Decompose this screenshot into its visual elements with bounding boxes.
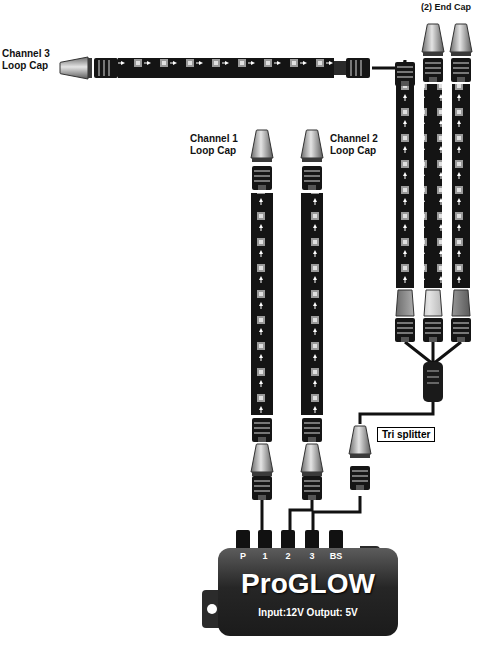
drawing-part <box>427 370 439 372</box>
drawing-part <box>424 84 442 288</box>
part-label: Channel 3 Loop Cap <box>2 48 60 71</box>
drawing-part <box>452 84 470 288</box>
drawing-part <box>423 318 443 342</box>
drawing-part <box>301 193 323 415</box>
drawing-part <box>346 58 370 78</box>
drawing-part <box>118 58 334 78</box>
drawing-part <box>281 530 295 550</box>
drawing-part <box>251 444 273 476</box>
port-label: BS <box>326 551 346 561</box>
drawing-part <box>452 84 470 288</box>
drawing-part <box>396 84 414 288</box>
drawing-part <box>302 418 322 442</box>
drawing-part <box>427 382 439 384</box>
drawing-part <box>302 166 322 190</box>
splitter-label-box: Tri splitter <box>377 427 435 442</box>
drawing-part <box>305 530 319 550</box>
node-title: ProGLOW <box>218 568 398 600</box>
drawing-part <box>290 496 312 532</box>
drawing-part <box>60 57 92 79</box>
part-label: (2) End Cap <box>414 2 478 12</box>
drawing-part <box>349 426 371 458</box>
port-label: P <box>233 551 253 561</box>
drawing-part <box>451 58 471 82</box>
part-label: Channel 2 Loop Cap <box>330 133 388 156</box>
drawing-part <box>395 318 415 342</box>
drawing-part <box>253 193 271 415</box>
drawing-part <box>252 166 272 190</box>
drawing-part <box>423 362 443 402</box>
port-label: 3 <box>302 551 322 561</box>
drawing-part <box>396 84 414 288</box>
node-text: Input:12V Output: 5V <box>218 606 398 620</box>
drawing-part <box>329 530 343 550</box>
port-label: 1 <box>255 551 275 561</box>
drawing-part <box>301 444 323 476</box>
drawing-part <box>236 530 343 550</box>
node-title: Tri splitter <box>382 429 430 440</box>
drawing-part <box>252 476 272 500</box>
drawing-part <box>360 402 433 424</box>
drawing-part <box>258 530 272 550</box>
drawing-part <box>427 376 439 378</box>
drawing-part <box>251 193 273 415</box>
port-label: 2 <box>278 551 298 561</box>
drawing-part <box>313 496 360 532</box>
controller-box: ProGLOW Input:12V Output: 5V <box>218 548 398 636</box>
drawing-part <box>251 130 273 162</box>
drawing-part <box>405 342 461 364</box>
drawing-part <box>424 84 442 288</box>
drawing-part <box>423 58 443 82</box>
drawing-part <box>252 418 272 442</box>
drawing-part <box>94 58 118 78</box>
drawing-part <box>261 496 264 532</box>
drawing-part <box>350 466 370 490</box>
part-label: Channel 1 Loop Cap <box>190 133 248 156</box>
drawing-part <box>301 130 323 162</box>
drawing-part <box>334 61 346 75</box>
drawing-part <box>422 24 444 56</box>
drawing-part <box>396 290 470 316</box>
drawing-part <box>451 318 471 342</box>
drawing-part <box>395 62 415 86</box>
drawing-part <box>450 24 472 56</box>
drawing-part <box>236 530 250 550</box>
drawing-part <box>303 193 321 415</box>
drawing-part <box>302 476 322 500</box>
drawing-part <box>207 604 217 614</box>
drawing-part <box>118 59 334 77</box>
